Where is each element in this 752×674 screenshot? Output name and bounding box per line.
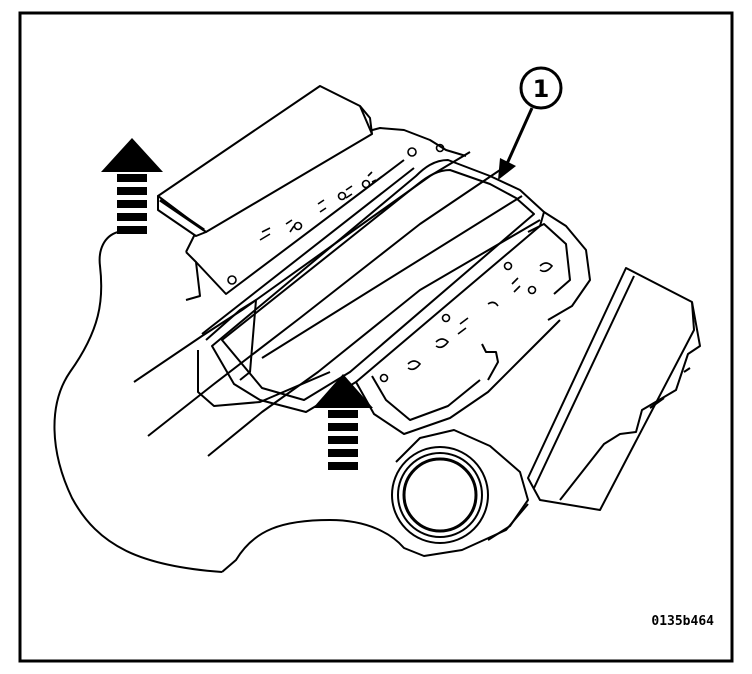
- oil-filler-mid: [397, 452, 483, 538]
- embossed-dot: [503, 261, 513, 271]
- arrow-up-head: [101, 138, 163, 172]
- mount-hole: [379, 373, 389, 383]
- arrow-shaft-segment: [117, 226, 147, 234]
- cover-upper-rim: [195, 159, 405, 295]
- arrow-shaft-segment: [328, 423, 358, 431]
- cover-contour-2: [147, 169, 501, 437]
- callout-leader: [504, 107, 534, 167]
- mount-hole: [227, 275, 237, 285]
- embossed-lettering-upper: [259, 171, 377, 241]
- figure-reference-code: 0135b464: [651, 614, 714, 629]
- arrow-shaft-segment: [328, 462, 358, 470]
- right-valve-cover-ridge: [533, 275, 635, 489]
- embossed-dot: [293, 221, 303, 231]
- center-rib-ridge-2: [261, 195, 523, 359]
- left-valve-cover-side: [359, 105, 373, 135]
- callout-circle: [519, 66, 563, 110]
- embossed-lettering-lower: [407, 262, 554, 371]
- oil-filler-outer: [391, 446, 489, 544]
- cover-outer-edge-left: [53, 231, 223, 573]
- oil-filler-inner: [402, 457, 478, 533]
- arrow-shaft-segment: [328, 410, 358, 418]
- cover-right-lobe: [543, 211, 591, 321]
- callout-1: 1: [498, 66, 563, 180]
- cover-right-lobe-inner: [527, 223, 571, 295]
- left-valve-cover-edge: [159, 198, 205, 232]
- lift-arrow-left: [101, 138, 163, 234]
- center-rib-ridge: [201, 167, 415, 335]
- lift-arrow-center: [313, 374, 373, 470]
- arrow-shaft-segment: [117, 174, 147, 182]
- cover-outer-edge-bottom: [221, 503, 529, 573]
- arrow-shaft-segment: [328, 449, 358, 457]
- left-valve-cover: [157, 85, 373, 237]
- arrow-shaft-segment: [328, 436, 358, 444]
- center-rib-inner: [221, 169, 535, 401]
- embossed-dot: [361, 179, 371, 189]
- right-valve-cover-top: [527, 267, 695, 511]
- arrow-shaft-segment: [117, 200, 147, 208]
- cover-left-inner: [205, 299, 257, 381]
- cover-right-panel: [355, 319, 561, 435]
- callout-label: 1: [533, 75, 550, 103]
- right-valve-cover: [527, 267, 701, 511]
- cover-right-panel-inner: [371, 375, 481, 421]
- mount-hole: [407, 147, 417, 157]
- cover-upper-side: [185, 251, 201, 301]
- mount-hole: [435, 143, 445, 153]
- cover-contour-3: [207, 219, 541, 457]
- right-valve-cover-flange: [649, 367, 691, 409]
- engine-cover: [53, 127, 591, 573]
- embossed-dot: [441, 313, 451, 323]
- panel-notch: [481, 343, 499, 381]
- arrow-shaft-segment: [117, 187, 147, 195]
- callout-arrowhead: [498, 158, 516, 180]
- cover-left-lower: [197, 350, 331, 407]
- arrow-up-head: [313, 374, 373, 408]
- oil-filler-boss: [395, 429, 529, 541]
- embossed-dot: [337, 191, 347, 201]
- arrow-shaft-segment: [117, 213, 147, 221]
- right-valve-cover-side: [559, 301, 701, 501]
- embossed-dot: [527, 285, 537, 295]
- embossed-details: [227, 143, 554, 383]
